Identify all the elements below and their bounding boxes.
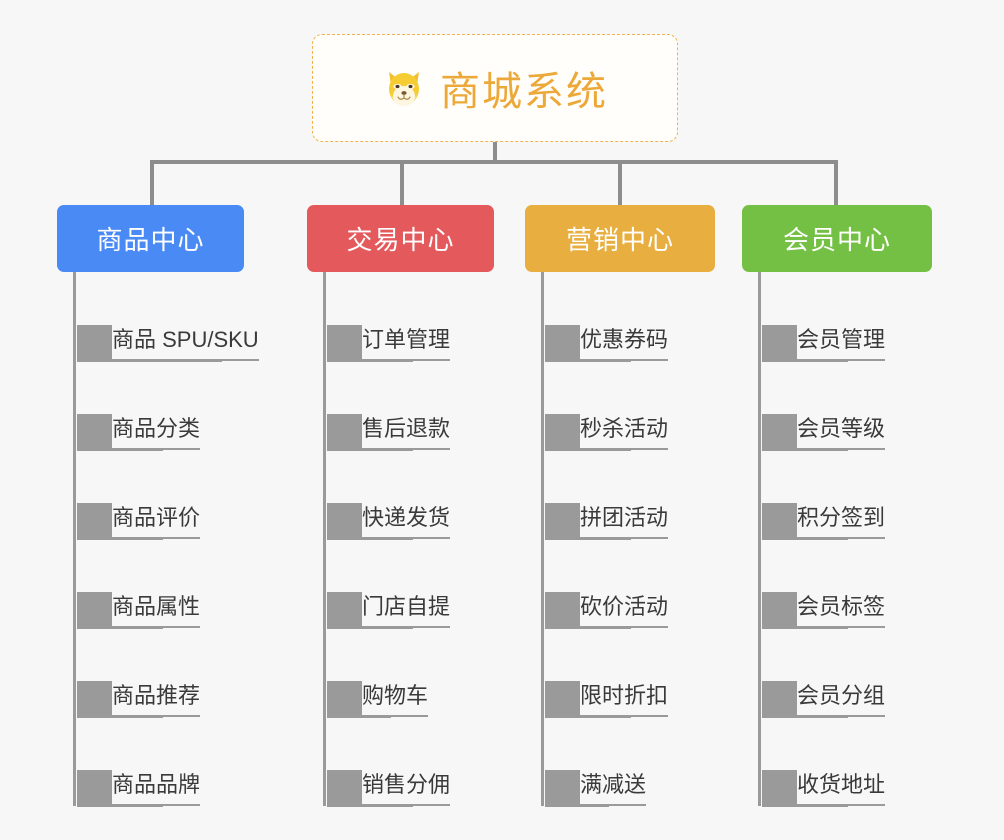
branch-header-label: 会员中心: [782, 225, 891, 255]
branch-leaf-list-1: 商品 SPU/SKU 商品分类 商品评价 商品属性 商品推荐 商品品牌: [73, 272, 287, 806]
list-item[interactable]: 收货地址: [761, 717, 972, 806]
leaf-label: 限时折扣: [580, 678, 669, 717]
list-item[interactable]: 会员标签: [761, 539, 972, 628]
shiba-dog-face-icon: [382, 66, 426, 110]
connector-drop-3: [618, 160, 622, 206]
branch-column-3: 营销中心 优惠券码 秒杀活动 拼团活动 砍价活动 限时折扣 满减送: [525, 205, 755, 806]
connector-drop-2: [400, 160, 404, 206]
leaf-label: 商品属性: [112, 589, 201, 628]
list-item[interactable]: 订单管理: [326, 272, 537, 361]
list-item[interactable]: 商品品牌: [76, 717, 287, 806]
leaf-label: 购物车: [362, 678, 429, 717]
list-item[interactable]: 门店自提: [326, 539, 537, 628]
list-item[interactable]: 销售分佣: [326, 717, 537, 806]
leaf-label: 会员分组: [797, 678, 886, 717]
branch-leaf-list-2: 订单管理 售后退款 快递发货 门店自提 购物车 销售分佣: [323, 272, 537, 806]
list-item[interactable]: 快递发货: [326, 450, 537, 539]
branch-leaf-list-4: 会员管理 会员等级 积分签到 会员标签 会员分组 收货地址: [758, 272, 972, 806]
leaf-label: 商品品牌: [112, 767, 201, 806]
leaf-label: 拼团活动: [580, 500, 669, 539]
list-item[interactable]: 秒杀活动: [544, 361, 755, 450]
list-item[interactable]: 商品 SPU/SKU: [76, 272, 287, 361]
leaf-label: 售后退款: [362, 411, 451, 450]
branch-header-label: 营销中心: [565, 225, 674, 255]
leaf-label: 销售分佣: [362, 767, 451, 806]
branch-header-1[interactable]: 商品中心: [57, 205, 244, 272]
list-item[interactable]: 商品推荐: [76, 628, 287, 717]
list-item[interactable]: 会员分组: [761, 628, 972, 717]
branch-column-4: 会员中心 会员管理 会员等级 积分签到 会员标签 会员分组 收货地址: [742, 205, 972, 806]
leaf-label: 会员标签: [797, 589, 886, 628]
list-item[interactable]: 商品属性: [76, 539, 287, 628]
leaf-label: 快递发货: [362, 500, 451, 539]
leaf-label: 优惠券码: [580, 322, 669, 361]
leaf-label: 满减送: [580, 767, 647, 806]
branch-header-label: 交易中心: [346, 225, 455, 255]
list-item[interactable]: 会员管理: [761, 272, 972, 361]
branch-header-3[interactable]: 营销中心: [525, 205, 715, 272]
connector-drop-1: [150, 160, 154, 206]
branch-header-label: 商品中心: [96, 225, 205, 255]
branch-column-1: 商品中心 商品 SPU/SKU 商品分类 商品评价 商品属性 商品推荐 商品品牌: [57, 205, 287, 806]
leaf-label: 积分签到: [797, 500, 886, 539]
leaf-label: 会员等级: [797, 411, 886, 450]
leaf-label: 商品评价: [112, 500, 201, 539]
list-item[interactable]: 拼团活动: [544, 450, 755, 539]
list-item[interactable]: 优惠券码: [544, 272, 755, 361]
list-item[interactable]: 商品分类: [76, 361, 287, 450]
list-item[interactable]: 砍价活动: [544, 539, 755, 628]
connector-drop-4: [834, 160, 838, 206]
list-item[interactable]: 会员等级: [761, 361, 972, 450]
leaf-label: 商品分类: [112, 411, 201, 450]
root-node[interactable]: 商城系统: [312, 34, 678, 142]
leaf-label: 商品 SPU/SKU: [112, 322, 259, 361]
branch-header-2[interactable]: 交易中心: [307, 205, 494, 272]
list-item[interactable]: 售后退款: [326, 361, 537, 450]
leaf-label: 订单管理: [362, 322, 451, 361]
leaf-label: 秒杀活动: [580, 411, 669, 450]
leaf-label: 门店自提: [362, 589, 451, 628]
list-item[interactable]: 购物车: [326, 628, 537, 717]
branch-header-4[interactable]: 会员中心: [742, 205, 932, 272]
list-item[interactable]: 满减送: [544, 717, 755, 806]
list-item[interactable]: 限时折扣: [544, 628, 755, 717]
branch-column-2: 交易中心 订单管理 售后退款 快递发货 门店自提 购物车 销售分佣: [307, 205, 537, 806]
leaf-label: 砍价活动: [580, 589, 669, 628]
leaf-label: 会员管理: [797, 322, 886, 361]
connector-horizontal-bus: [150, 160, 838, 164]
list-item[interactable]: 商品评价: [76, 450, 287, 539]
connector-root-stem: [493, 142, 497, 164]
list-item[interactable]: 积分签到: [761, 450, 972, 539]
branch-leaf-list-3: 优惠券码 秒杀活动 拼团活动 砍价活动 限时折扣 满减送: [541, 272, 755, 806]
leaf-label: 商品推荐: [112, 678, 201, 717]
leaf-label: 收货地址: [797, 767, 886, 806]
root-title: 商城系统: [440, 70, 608, 114]
